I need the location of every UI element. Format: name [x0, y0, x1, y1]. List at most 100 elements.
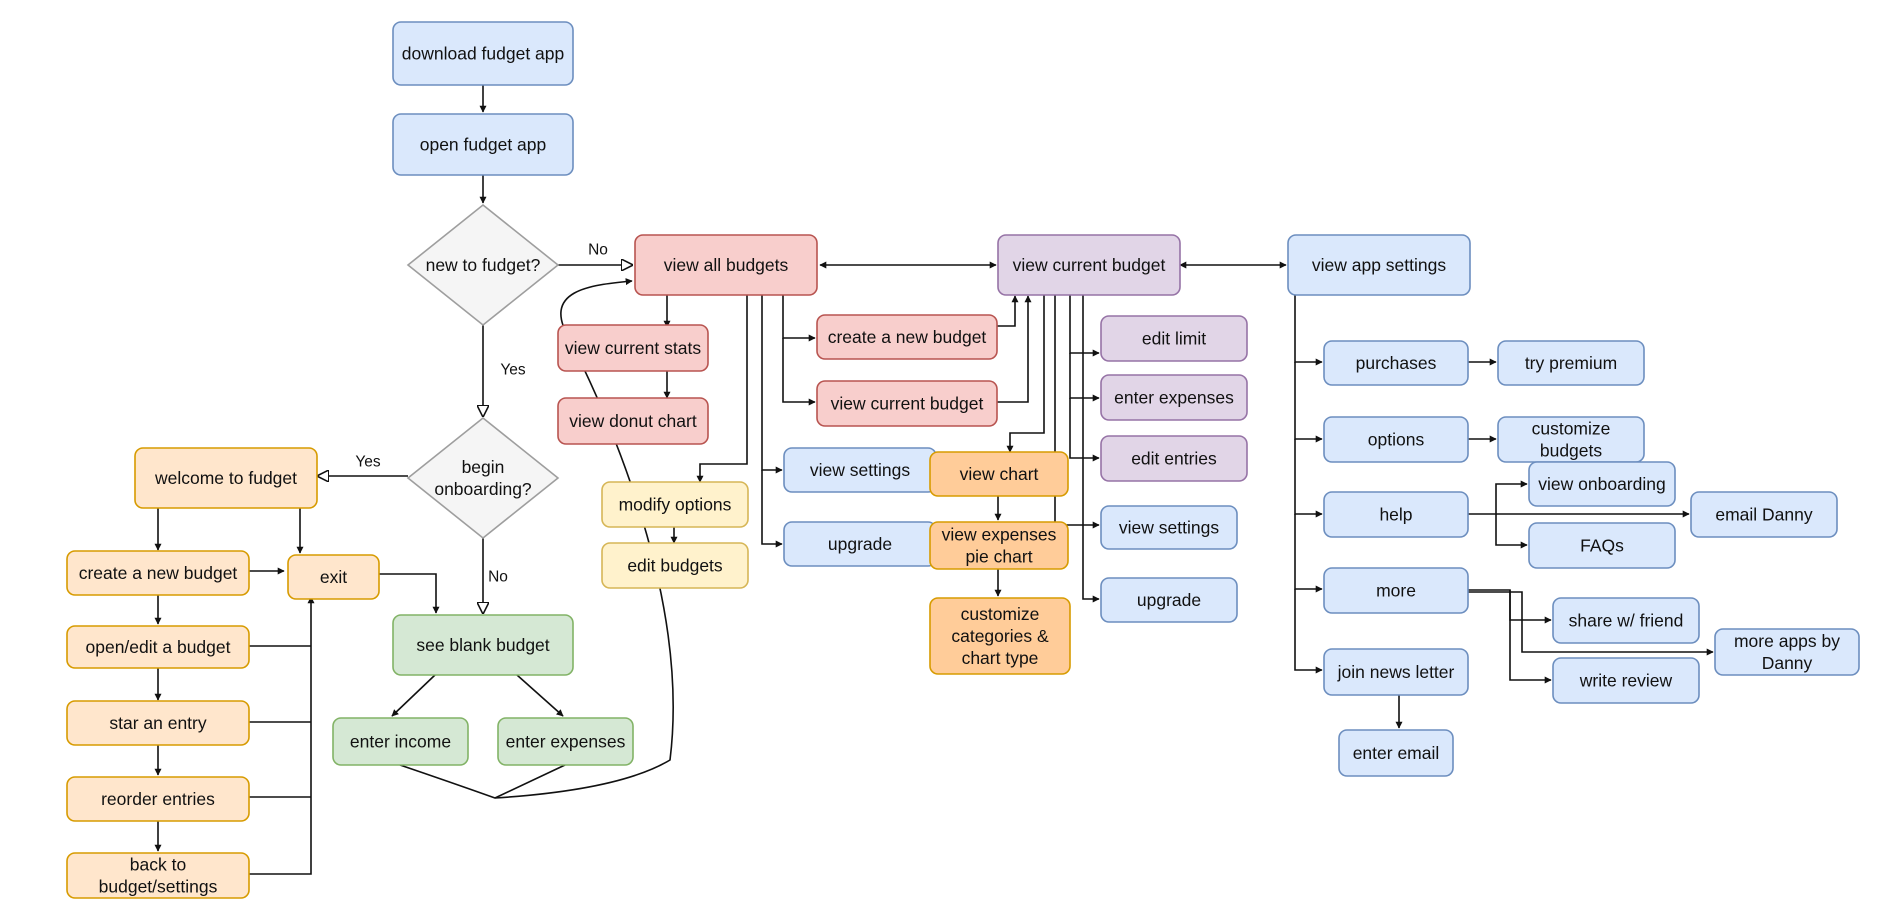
node-edit-entries: edit entries [1100, 435, 1248, 482]
process-box [1497, 340, 1645, 386]
process-box [1100, 435, 1248, 482]
process-box [601, 481, 749, 528]
process-box [1100, 505, 1238, 550]
edge-exit-to-blank [379, 573, 440, 614]
node-help: help [1323, 491, 1469, 538]
node-label-line: edit budgets [627, 556, 723, 576]
node-try-premium: try premium [1497, 340, 1645, 386]
node-more: more [1323, 567, 1469, 614]
node-label: purchases [1356, 353, 1437, 373]
node-label: email Danny [1715, 505, 1813, 525]
decision-diamond [406, 416, 560, 540]
node-cur-stats: view current stats [557, 324, 709, 372]
decision-diamond [406, 203, 560, 327]
node-email-danny: email Danny [1690, 491, 1838, 538]
node-blank: see blank budget [392, 614, 574, 676]
edge-blank-to-income [391, 674, 436, 717]
node-label: view settings [1119, 518, 1219, 538]
process-box [1714, 628, 1860, 676]
node-view-cur-budget-r: view current budget [816, 380, 998, 427]
edge-current-budget-to-upgrade-2 [1082, 295, 1100, 603]
node-label-line: upgrade [1137, 590, 1201, 610]
node-upgrade-2: upgrade [1100, 577, 1238, 623]
node-label: create a new budget [79, 563, 238, 583]
node-label-line: back to [130, 855, 186, 875]
process-box [66, 852, 250, 899]
process-box [1338, 729, 1454, 777]
node-label: help [1379, 505, 1412, 525]
node-label: view app settings [1312, 255, 1446, 275]
edge-more-to-review [1509, 590, 1552, 684]
node-label-line: budget/settings [99, 877, 218, 897]
node-label-line: customize [961, 604, 1040, 624]
edge-expenses-merge [494, 764, 566, 799]
node-label: reorder entries [101, 789, 215, 809]
node-label: view current stats [565, 338, 701, 358]
node-label: view all budgets [664, 255, 789, 275]
node-label-line: open/edit a budget [86, 637, 231, 657]
node-label-line: view all budgets [664, 255, 789, 275]
node-label-line: write review [1579, 671, 1673, 691]
process-box [557, 324, 709, 372]
node-label: download fudget app [402, 44, 565, 64]
node-label: see blank budget [416, 635, 549, 655]
edge-current-budget-to-view-chart [1006, 295, 1045, 453]
process-box [1100, 577, 1238, 623]
process-box [929, 597, 1071, 675]
node-label-line: pie chart [965, 547, 1032, 567]
process-box [1287, 234, 1471, 296]
process-box [66, 550, 250, 596]
node-label-line: view current stats [565, 338, 701, 358]
edge-blank-to-expenses [516, 674, 564, 717]
edge-create-to-current-budget [997, 295, 1019, 327]
edge-all-budgets-to-modify [696, 295, 748, 483]
node-ob-open: open/edit a budget [66, 625, 250, 669]
node-label-line: enter expenses [506, 732, 626, 752]
process-box [287, 554, 380, 600]
edge-app-settings-to-newsletter [1294, 589, 1323, 674]
process-box [557, 397, 709, 445]
node-faqs: FAQs [1528, 522, 1676, 569]
node-label-line: welcome to fudget [154, 468, 297, 488]
node-label-line: reorder entries [101, 789, 215, 809]
node-label: open/edit a budget [86, 637, 231, 657]
process-box [1690, 491, 1838, 538]
node-view-chart: view chart [929, 451, 1069, 497]
process-box [1528, 461, 1676, 507]
node-label: edit entries [1131, 449, 1217, 469]
node-label: new to fudget? [426, 255, 541, 275]
edge-more-to-more-apps [1468, 591, 1714, 656]
process-box [134, 447, 318, 509]
edge-label-new-yes: Yes [500, 362, 526, 379]
node-label: view current budget [831, 394, 984, 414]
node-expenses-g: enter expenses [497, 717, 634, 766]
edge-all-budgets-to-view-current-red [782, 338, 816, 406]
node-label-line: view donut chart [569, 411, 697, 431]
node-label-line: categories & [951, 626, 1049, 646]
node-label-line: enter income [350, 732, 451, 752]
edge-current-budget-to-enter-expenses [1069, 353, 1100, 402]
process-box [497, 717, 634, 766]
process-box [392, 21, 574, 86]
process-box [1100, 315, 1248, 362]
node-label-line: create a new budget [828, 327, 987, 347]
node-view-onboarding: view onboarding [1528, 461, 1676, 507]
process-box [392, 113, 574, 176]
node-label-line: view app settings [1312, 255, 1446, 275]
node-label-line: email Danny [1715, 505, 1813, 525]
node-label-line: new to fudget? [426, 255, 541, 275]
node-label-line: options [1368, 430, 1425, 450]
process-box [929, 521, 1069, 570]
node-settings-2: view settings [1100, 505, 1238, 550]
process-box [1100, 374, 1248, 421]
